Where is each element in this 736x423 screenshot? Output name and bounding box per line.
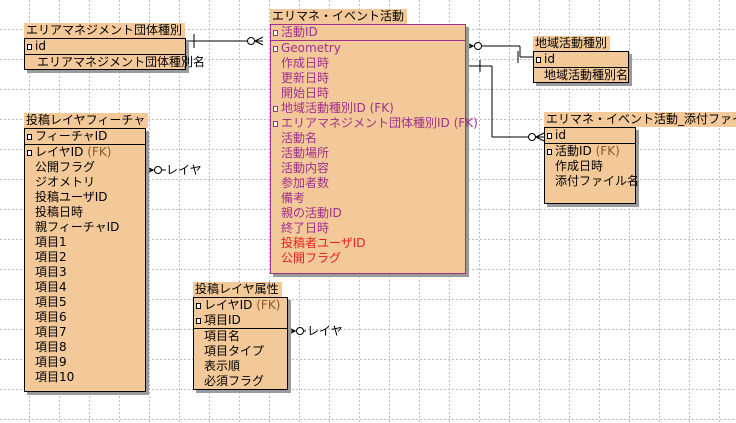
fk-tag: (FK) (87, 145, 112, 159)
attr-public-flag[interactable]: 公開フラグ (35, 160, 96, 174)
attr-geometry[interactable]: Geometry (271, 41, 465, 56)
attr-item-3[interactable]: 項目3 (35, 265, 67, 279)
attr-item-2[interactable]: 項目2 (35, 250, 67, 264)
attr-activity-place[interactable]: 活動場所 (281, 146, 330, 160)
attr-activity-id[interactable]: 活動ID (271, 25, 465, 40)
attr-text: レイヤID (35, 145, 84, 159)
attr-id[interactable]: id (534, 52, 628, 67)
attr-item-6[interactable]: 項目6 (35, 310, 67, 324)
entity-title: エリマネ・イベント活動_添付ファイル (544, 112, 736, 127)
attr-file-name[interactable]: 添付ファイル名 (555, 174, 640, 188)
entity-body: レイヤID (FK) 項目ID 項目名 項目タイプ 表示順 必須フラグ (193, 297, 288, 390)
rel-feature-layer[interactable] (144, 165, 166, 175)
attr-text: レイヤID (204, 298, 253, 312)
attr-parent-feature-id[interactable]: 親フィーチャID (35, 220, 120, 234)
attr-activity-content[interactable]: 活動内容 (281, 161, 330, 175)
entity-title: 投稿レイヤ属性 (193, 282, 282, 297)
attr-created[interactable]: 作成日時 (555, 159, 604, 173)
attr-text: エリアマネジメント団体種別ID (281, 116, 450, 130)
attr-text: 地域活動種別ID (281, 101, 366, 115)
attr-updated[interactable]: 更新日時 (281, 71, 330, 85)
entity-body: id 地域活動種別名 (533, 51, 629, 83)
entity-pk-section: レイヤID (FK) 項目ID (194, 298, 287, 329)
attr-activity-id[interactable]: 活動ID (FK) (545, 144, 635, 159)
attr-public-flag[interactable]: 公開フラグ (281, 251, 342, 265)
attr-feature-id[interactable]: フィーチャID (25, 129, 145, 144)
fk-tag: (FK) (453, 116, 478, 130)
attr-notes[interactable]: 備考 (281, 191, 306, 205)
attr-item-name[interactable]: 項目名 (204, 329, 241, 343)
attr-post-user-id[interactable]: 投稿ユーザID (35, 190, 108, 204)
attr-item-9[interactable]: 項目9 (35, 355, 67, 369)
entity-body: フィーチャID レイヤID (FK) 公開フラグ ジオメトリ 投稿ユーザID 投… (24, 128, 146, 392)
entity-title: エリアマネジメント団体種別 (24, 23, 186, 38)
attr-item-4[interactable]: 項目4 (35, 280, 67, 294)
entity-body: id エリアマネジメント団体種別名 (24, 38, 206, 70)
attr-item-8[interactable]: 項目8 (35, 340, 67, 354)
attr-item-1[interactable]: 項目1 (35, 235, 67, 249)
attr-dantai-name[interactable]: エリアマネジメント団体種別名 (37, 55, 206, 69)
attr-geometry[interactable]: ジオメトリ (35, 175, 96, 189)
attr-text: 活動ID (555, 144, 592, 158)
attr-poster-user-id[interactable]: 投稿者ユーザID (281, 236, 366, 250)
attr-required-flag[interactable]: 必須フラグ (204, 374, 265, 388)
entity-title: 投稿レイヤフィーチャ (24, 113, 149, 128)
entity-title: エリマネ・イベント活動 (270, 9, 408, 24)
attr-layer-id[interactable]: レイヤID (FK) (25, 145, 145, 160)
feature-layer-label: レイヤ (166, 163, 202, 177)
rel-chiiki-event[interactable] (464, 41, 533, 63)
attr-id[interactable]: id (25, 39, 185, 54)
entity-pk-section: 活動ID (271, 25, 465, 41)
entity-pk-section: id (534, 52, 628, 68)
attr-participants[interactable]: 参加者数 (281, 176, 330, 190)
entity-pk-section: フィーチャID (25, 129, 145, 145)
fk-tag: (FK) (369, 101, 394, 115)
attr-activity-name[interactable]: 活動名 (281, 131, 318, 145)
rel-event-tenpu[interactable] (465, 60, 545, 142)
attr-item-10[interactable]: 項目10 (35, 370, 75, 384)
attr-id[interactable]: id (545, 128, 635, 143)
entity-body: id 活動ID (FK) 作成日時 添付ファイル名 (544, 127, 640, 204)
attr-end[interactable]: 終了日時 (281, 221, 330, 235)
entity-pk-section: id (545, 128, 635, 144)
attr-parent-activity-id[interactable]: 親の活動ID (281, 206, 342, 220)
attr-item-7[interactable]: 項目7 (35, 325, 67, 339)
attr-item-type[interactable]: 項目タイプ (204, 344, 265, 358)
attr-chiiki-type-id[interactable]: 地域活動種別ID (FK) (271, 101, 465, 116)
fk-tag: (FK) (256, 298, 281, 312)
attr-item-id[interactable]: 項目ID (194, 313, 287, 328)
rel-zokusei-layer[interactable] (286, 326, 306, 336)
attr-item-5[interactable]: 項目5 (35, 295, 67, 309)
attr-created[interactable]: 作成日時 (281, 56, 330, 70)
entity-title: 地域活動種別 (533, 36, 611, 51)
attr-post-date[interactable]: 投稿日時 (35, 205, 84, 219)
fk-tag: (FK) (595, 144, 620, 158)
zokusei-layer-label: レイヤ (307, 324, 343, 338)
attr-dantai-type-id[interactable]: エリアマネジメント団体種別ID (FK) (271, 116, 478, 131)
entity-pk-section: id (25, 39, 185, 55)
entity-body: 活動ID Geometry 作成日時 更新日時 開始日時 地域活動種別ID (F… (270, 24, 478, 274)
attr-display-order[interactable]: 表示順 (204, 359, 241, 373)
attr-start[interactable]: 開始日時 (281, 86, 330, 100)
rel-dantai-event[interactable] (185, 34, 264, 48)
attr-chiiki-name[interactable]: 地域活動種別名 (544, 68, 629, 82)
attr-layer-id[interactable]: レイヤID (FK) (194, 298, 287, 313)
